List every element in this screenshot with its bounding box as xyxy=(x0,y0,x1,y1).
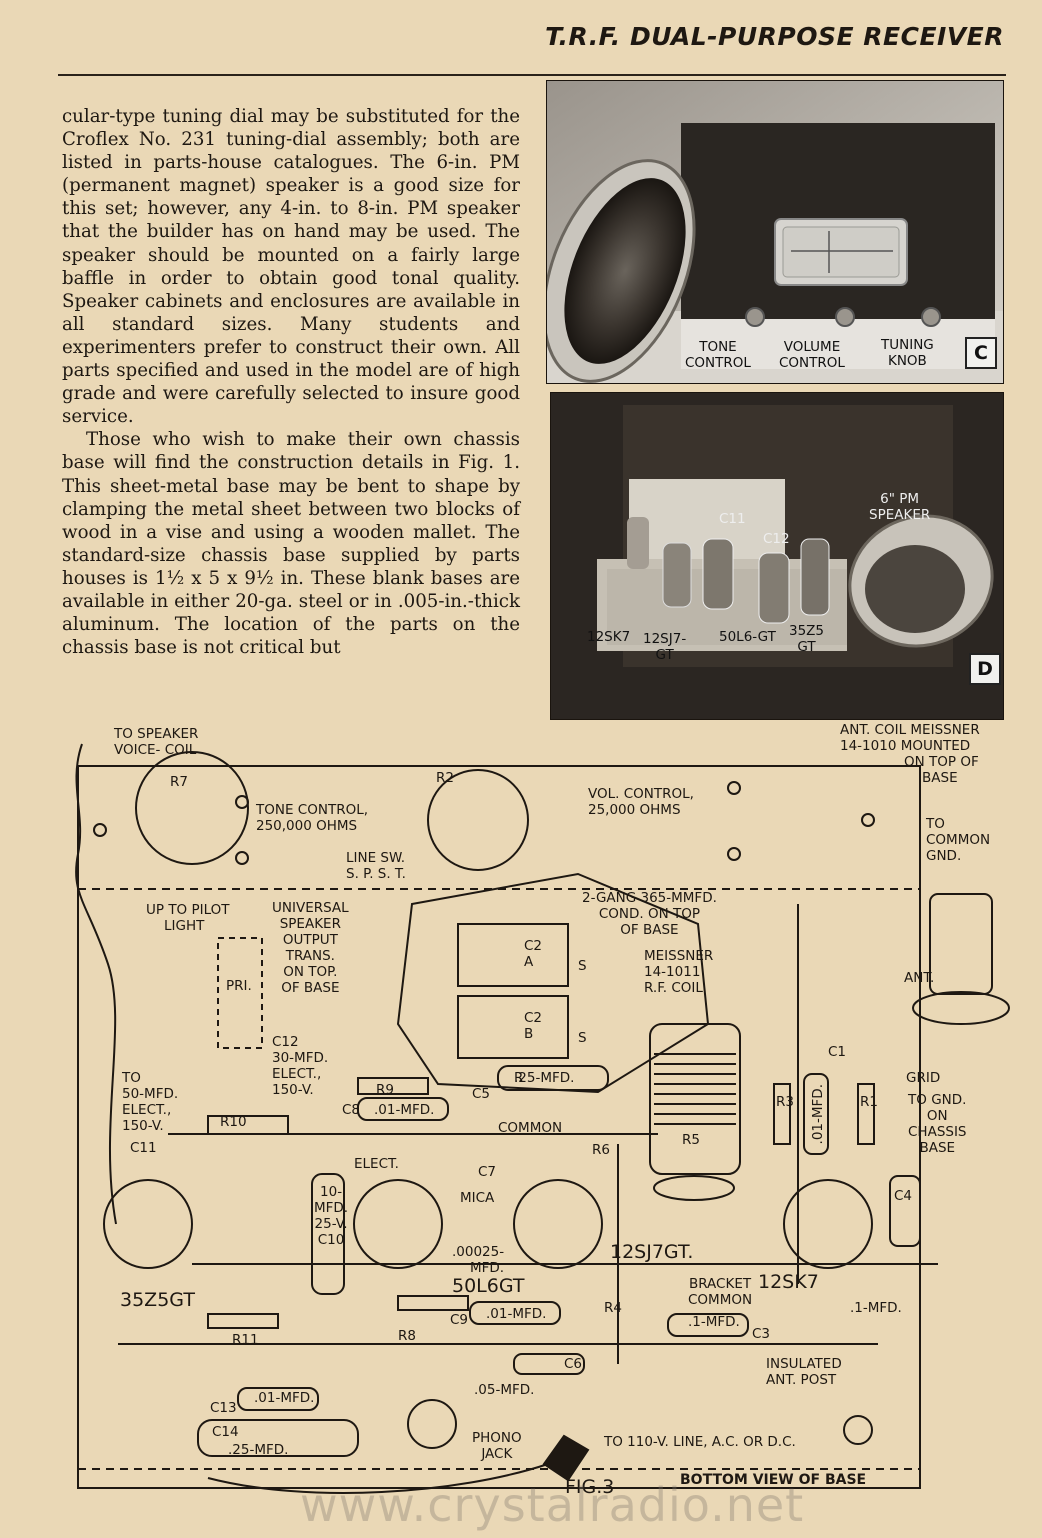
photo-c-illustration xyxy=(547,81,1003,383)
label-c5-val: .25-MFD. xyxy=(514,1070,575,1086)
figure-subtitle: BOTTOM VIEW OF BASE xyxy=(680,1472,867,1488)
label-c5: C5 xyxy=(472,1086,491,1102)
label-r3: R3 xyxy=(776,1094,794,1110)
label-common: COMMON xyxy=(498,1120,563,1136)
label-s-b: S xyxy=(578,1030,587,1046)
label-vol-control: VOL. CONTROL,25,000 OHMS xyxy=(588,786,694,818)
figure-caption: FIG.3 xyxy=(565,1476,615,1498)
label-grid: GRID xyxy=(906,1070,941,1086)
label-r2: R2 xyxy=(436,770,454,786)
body-text-column: cular-type tuning dial may be substitute… xyxy=(62,105,520,659)
label-12sk7: 12SK7 xyxy=(758,1271,819,1293)
paragraph-2: Those who wish to make their own chassis… xyxy=(62,429,520,659)
label-12sk7-photo: 12SK7 xyxy=(587,629,631,645)
label-r6: R6 xyxy=(592,1142,610,1158)
label-50l6gt: 50L6GT xyxy=(452,1275,525,1297)
label-c14-val: .25-MFD. xyxy=(228,1442,289,1458)
label-12sj7-photo: 12SJ7-GT xyxy=(643,631,687,663)
label-r5: R5 xyxy=(682,1132,700,1148)
photo-d-letter: D xyxy=(969,653,1001,685)
label-to-110v: TO 110-V. LINE, A.C. OR D.C. xyxy=(604,1434,796,1450)
label-r8: R8 xyxy=(398,1328,416,1344)
label-ant: ANT. xyxy=(904,970,935,986)
label-c13: C13 xyxy=(210,1400,237,1416)
photo-d-illustration xyxy=(551,393,1003,719)
label-r9: R9 xyxy=(376,1082,394,1098)
label-c6-val: .05-MFD. xyxy=(474,1382,535,1398)
label-c9-val: .01-MFD. xyxy=(486,1306,547,1322)
label-r4: R4 xyxy=(604,1300,622,1316)
label-c7: C7 xyxy=(478,1164,497,1180)
watermark: www.crystalradio.net xyxy=(300,1478,805,1532)
page-header-title: T.R.F. DUAL-PURPOSE RECEIVER xyxy=(545,22,1004,51)
label-c9: C9 xyxy=(450,1312,469,1328)
label-r: R xyxy=(514,1070,524,1086)
label-pri: PRI. xyxy=(226,978,252,994)
label-c14: C14 xyxy=(212,1424,239,1440)
label-c6: C6 xyxy=(564,1356,583,1372)
label-12sj7gt: 12SJ7GT. xyxy=(610,1241,694,1263)
label-elect: ELECT. xyxy=(354,1156,399,1172)
header-rule xyxy=(58,74,1006,76)
label-c4: C4 xyxy=(894,1188,913,1204)
label-c3-val: .1-MFD. xyxy=(688,1314,740,1330)
label-tone-control: TONE CONTROL,250,000 OHMS xyxy=(256,802,369,834)
label-mica: MICA xyxy=(460,1190,495,1206)
label-c12-photo: C12 xyxy=(763,531,790,547)
label-s-a: S xyxy=(578,958,587,974)
label-r1: R1 xyxy=(860,1094,878,1110)
label-c13-val: .01-MFD. xyxy=(254,1390,315,1406)
label-c11: C11 xyxy=(130,1140,157,1156)
label-c7-val: .00025-MFD. xyxy=(452,1244,505,1276)
label-c1: C1 xyxy=(828,1044,847,1060)
photo-c-letter: C xyxy=(965,337,997,369)
label-c11-photo: C11 xyxy=(719,511,746,527)
label-r10: R10 xyxy=(220,1114,247,1130)
label-c10: 10-MFD. 25-V.C10 xyxy=(314,1184,349,1248)
label-c4-val: .1-MFD. xyxy=(850,1300,902,1316)
label-c8: C8 xyxy=(342,1102,361,1118)
label-c1-val: .01-MFD. xyxy=(810,1084,826,1145)
label-r11: R11 xyxy=(232,1332,259,1348)
label-line-sw: LINE SW.S. P. S. T. xyxy=(346,850,406,882)
label-c8-val: .01-MFD. xyxy=(374,1102,435,1118)
paragraph-1: cular-type tuning dial may be substitute… xyxy=(62,106,520,428)
label-50l6-photo: 50L6-GT xyxy=(719,629,776,645)
wiring-diagram-drawing xyxy=(75,743,1010,1494)
label-35z5gt: 35Z5GT xyxy=(120,1289,195,1311)
label-r7: R7 xyxy=(170,774,188,790)
label-c3: C3 xyxy=(752,1326,771,1342)
